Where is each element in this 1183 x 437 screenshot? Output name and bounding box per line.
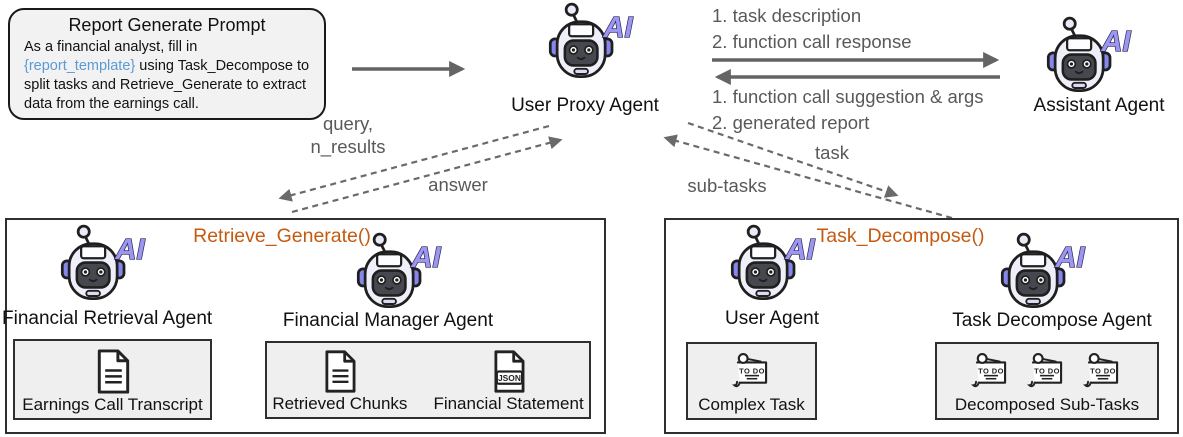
- subtasks-label: sub-tasks: [687, 175, 767, 196]
- todo-list-icon: TO DO: [1083, 353, 1119, 388]
- financial-statement-label: Financial Statement: [433, 394, 584, 413]
- financial-statement-item: JSON Financial Statement: [433, 349, 584, 414]
- user-proxy-agent-label: User Proxy Agent: [511, 95, 659, 116]
- decomposed-subtasks-label: Decomposed Sub-Tasks: [954, 395, 1140, 414]
- retrieve-generate-function-label: Retrieve_Generate(): [193, 225, 371, 247]
- financial-manager-agent-label: Financial Manager Agent: [282, 310, 494, 331]
- ai-text: AI: [784, 234, 815, 266]
- from-assistant-messages: 1. function call suggestion & args 2. ge…: [712, 84, 984, 136]
- ai-text: AI: [410, 242, 441, 274]
- ai-text: AI: [602, 12, 633, 44]
- from-assistant-line-2: 2. generated report: [712, 112, 870, 133]
- todo-list-icon: TO DO: [1027, 353, 1063, 388]
- prompt-body-pre: As a financial analyst, fill in: [24, 39, 198, 55]
- json-text: JSON: [498, 373, 521, 383]
- task-decompose-function-label: Task_Decompose(): [816, 225, 985, 247]
- assistant-robot-icon: AI: [1038, 14, 1134, 102]
- retrieved-chunks-label: Retrieved Chunks: [272, 394, 408, 413]
- todo-text: TO DO: [1034, 366, 1060, 375]
- report-generate-prompt-box: Report Generate Prompt As a financial an…: [8, 8, 326, 120]
- to-assistant-messages: 1. task description 2. function call res…: [712, 3, 912, 55]
- ai-text: AI: [1054, 242, 1085, 274]
- earnings-call-transcript-label: Earnings Call Transcript: [22, 395, 203, 414]
- task-label: task: [815, 142, 849, 163]
- query-label-line-2: n_results: [310, 136, 386, 157]
- prompt-body-post: using Task_Decompose to split tasks and …: [24, 57, 310, 112]
- retrieved-outputs-box: Retrieved Chunks JSON Financial Statemen…: [265, 341, 591, 419]
- complex-task-box: TO DO Complex Task: [686, 342, 817, 420]
- prompt-title: Report Generate Prompt: [68, 15, 266, 35]
- complex-task-label: Complex Task: [698, 395, 805, 414]
- task-decompose-agent-label: Task Decompose Agent: [952, 310, 1152, 331]
- financial-retrieval-agent-label: Financial Retrieval Agent: [2, 308, 213, 329]
- todo-list-icon: TO DO: [971, 353, 1007, 388]
- task-decompose-robot-icon: AI: [992, 230, 1088, 318]
- todo-text: TO DO: [739, 366, 765, 375]
- todo-list-icon: TO DO: [731, 353, 767, 388]
- from-assistant-line-1: 1. function call suggestion & args: [712, 86, 984, 107]
- assistant-agent-label: Assistant Agent: [1033, 95, 1165, 116]
- decomposed-subtasks-box: TO DO TO DO TO DO: [935, 342, 1159, 420]
- user-agent-label: User Agent: [725, 308, 819, 329]
- query-label-line-1: query,: [322, 113, 374, 134]
- prompt-body: As a financial analyst, fill in {report_…: [24, 38, 310, 113]
- document-icon: [97, 349, 129, 394]
- financial-retrieval-robot-icon: AI: [52, 222, 148, 310]
- query-label: query, n_results: [298, 112, 398, 158]
- ai-text: AI: [1100, 26, 1131, 58]
- to-assistant-line-2: 2. function call response: [712, 31, 912, 52]
- todo-text: TO DO: [978, 366, 1004, 375]
- ai-text: AI: [114, 234, 145, 266]
- to-assistant-line-1: 1. task description: [712, 5, 862, 26]
- financial-manager-robot-icon: AI: [348, 230, 444, 318]
- user-agent-robot-icon: AI: [722, 222, 818, 310]
- todo-text: TO DO: [1090, 366, 1116, 375]
- retrieved-chunks-item: Retrieved Chunks: [272, 349, 407, 414]
- report-template-token: {report_template}: [24, 57, 136, 74]
- answer-label: answer: [428, 174, 488, 195]
- json-file-icon: JSON: [494, 350, 525, 393]
- user-proxy-robot-icon: AI: [540, 0, 636, 88]
- earnings-call-transcript-box: Earnings Call Transcript: [13, 339, 212, 420]
- document-icon: [325, 350, 356, 393]
